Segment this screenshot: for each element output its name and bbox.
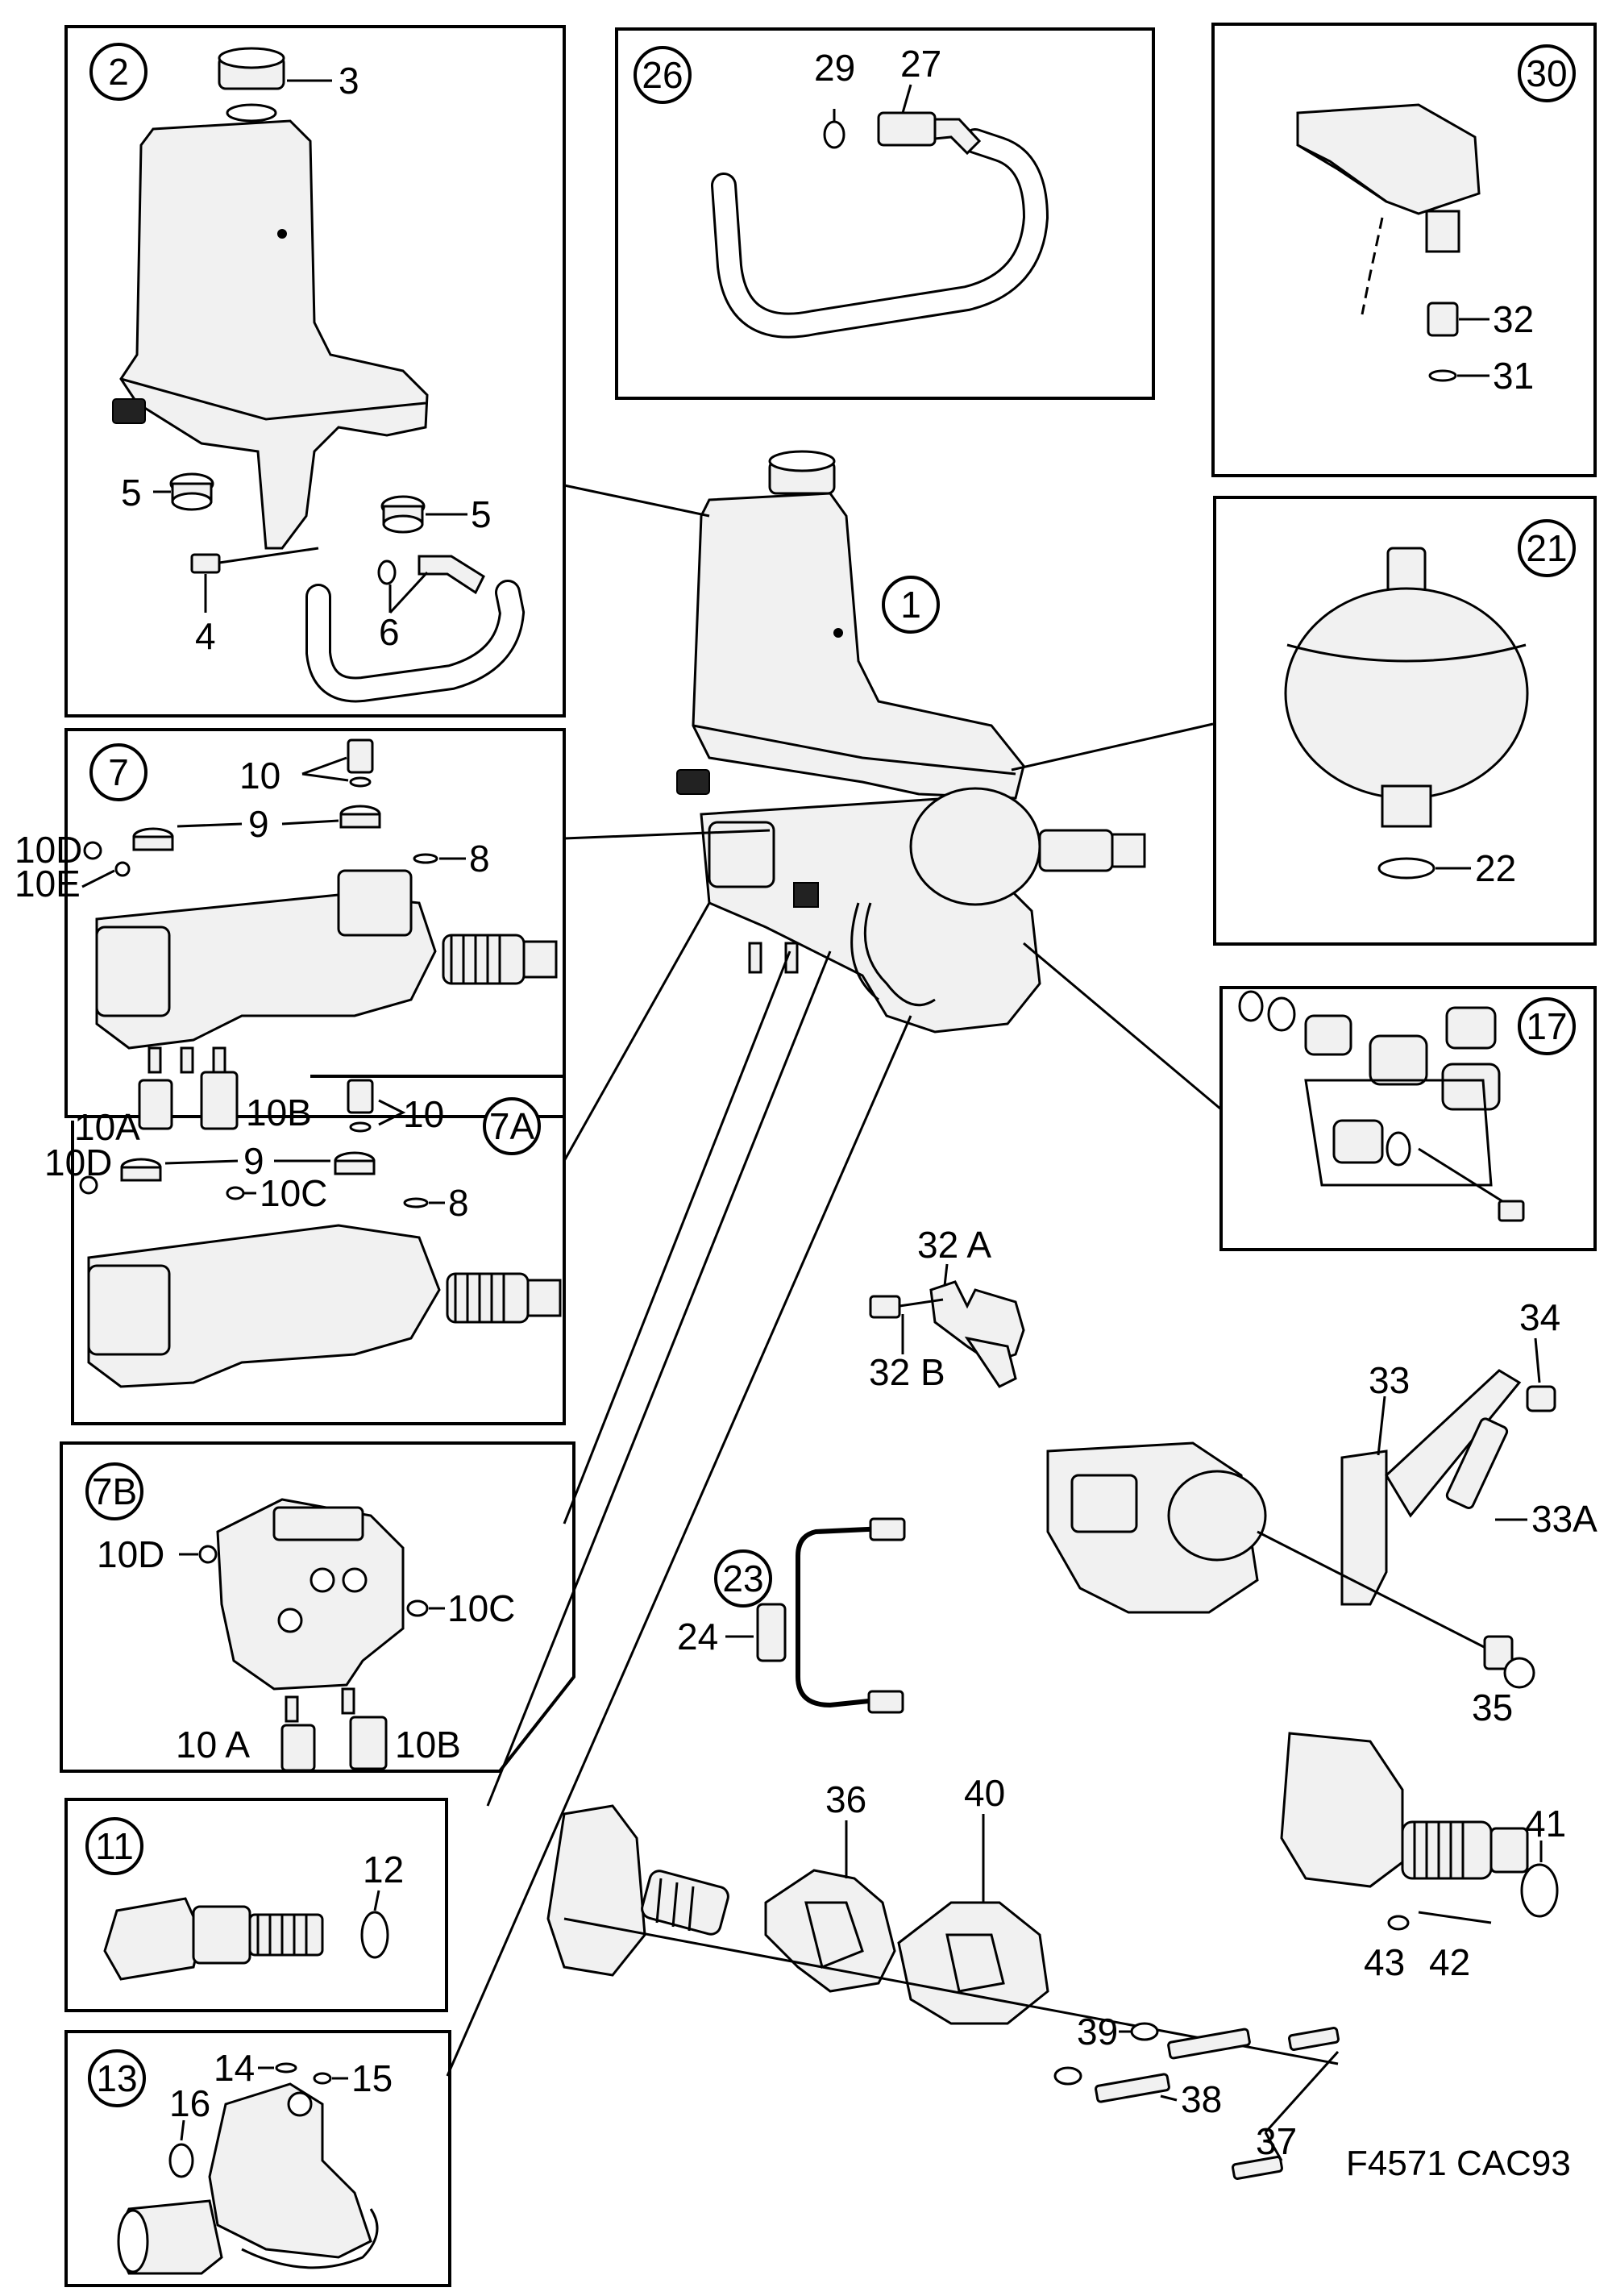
reservoir-tank (119, 119, 429, 550)
label-39: 39 (1077, 2011, 1118, 2053)
label-6: 6 (379, 611, 400, 653)
callout-2: 2 (108, 51, 129, 93)
pushrod-seal-assembly: 41 43 42 (1280, 1732, 1566, 1983)
label-12: 12 (363, 1849, 404, 1890)
label-10A-c: 10 A (176, 1724, 250, 1766)
accumulator-sphere (1284, 587, 1529, 800)
panel-valve-7B: 7B 10D 10C 10 A 10B (60, 1441, 575, 1773)
label-9-mid: 9 (243, 1140, 264, 1182)
pedal-bracket-assembly: 34 33 33A 35 (1046, 1296, 1597, 1728)
panel-valve-7: 7 10 9 8 10D 10E (15, 728, 566, 1148)
return-hose (305, 555, 526, 703)
label-3: 3 (339, 60, 359, 102)
callout-17: 17 (1526, 1005, 1567, 1047)
main-assembly: 1 (676, 450, 1146, 1034)
callout-13: 13 (96, 2057, 137, 2099)
label-38: 38 (1181, 2078, 1222, 2120)
label-10D-c: 10D (97, 1533, 164, 1575)
label-29: 29 (814, 47, 855, 89)
label-41: 41 (1525, 1803, 1566, 1845)
callout-30: 30 (1526, 52, 1567, 94)
mounting-plate-assembly: 36 40 39 38 37 (546, 1772, 1340, 2180)
callout-1: 1 (900, 584, 921, 626)
bracket-32: 32 A 32 B (869, 1224, 1025, 1393)
reservoir-cap (218, 47, 285, 123)
label-35: 35 (1472, 1687, 1513, 1728)
brake-pipe-23: 23 24 (677, 1517, 906, 1714)
callout-7B: 7B (92, 1470, 137, 1512)
label-43: 43 (1364, 1941, 1405, 1983)
label-4: 4 (195, 615, 216, 657)
callout-7A: 7A (489, 1105, 535, 1147)
label-10-mid: 10 (403, 1093, 444, 1135)
label-10B-a: 10B (246, 1092, 312, 1133)
label-27: 27 (900, 43, 941, 85)
label-34: 34 (1519, 1296, 1560, 1338)
label-10B-c: 10B (395, 1724, 461, 1766)
label-8-mid: 8 (448, 1182, 469, 1224)
panel-reservoir: 2 3 5 5 4 (64, 25, 566, 718)
label-8-top: 8 (469, 838, 490, 880)
drawing-code: F4571 CAC93 (1346, 2144, 1571, 2183)
label-32B: 32 B (869, 1351, 945, 1393)
label-33A: 33A (1531, 1498, 1597, 1540)
label-32: 32 (1493, 298, 1534, 340)
label-40: 40 (964, 1772, 1005, 1814)
label-14: 14 (214, 2047, 255, 2089)
label-37: 37 (1256, 2120, 1297, 2162)
label-5-right: 5 (471, 493, 492, 535)
callout-26: 26 (642, 54, 683, 96)
label-10A-a: 10A (74, 1106, 140, 1148)
panel-seal-kit: 17 (1219, 986, 1597, 1251)
leader-lines (446, 484, 1222, 2077)
panel-hose: 26 29 27 (615, 27, 1155, 400)
label-42: 42 (1429, 1941, 1470, 1983)
label-31: 31 (1493, 355, 1534, 397)
label-36: 36 (825, 1778, 866, 1820)
callout-23: 23 (722, 1558, 763, 1599)
grommet-left (169, 472, 214, 511)
label-33: 33 (1369, 1359, 1410, 1401)
label-5-left: 5 (121, 472, 142, 514)
panel-mount: 30 32 31 (1211, 23, 1597, 477)
panel-valve-7A: 7A 10 9 10D 10C 8 (44, 1075, 566, 1425)
label-15: 15 (351, 2057, 393, 2099)
callout-7: 7 (108, 751, 129, 793)
label-10D-b: 10D (44, 1142, 112, 1183)
panel-accumulator: 21 22 (1213, 496, 1597, 946)
label-10C-c: 10C (447, 1587, 515, 1629)
label-24: 24 (677, 1616, 718, 1658)
label-10C-b: 10C (260, 1172, 327, 1214)
label-22: 22 (1475, 847, 1516, 889)
label-10D-a: 10D (15, 829, 82, 871)
callout-21: 21 (1526, 527, 1567, 569)
label-32A: 32 A (917, 1224, 991, 1266)
grommet-right (380, 495, 426, 534)
label-10-top: 10 (239, 755, 280, 797)
panel-sensor-13: 13 14 15 16 (64, 2030, 451, 2287)
label-16: 16 (169, 2082, 210, 2124)
label-10E: 10E (15, 863, 81, 905)
panel-sensor-11: 11 12 (64, 1798, 448, 2012)
callout-11: 11 (95, 1825, 134, 1867)
label-9-top: 9 (248, 803, 269, 845)
